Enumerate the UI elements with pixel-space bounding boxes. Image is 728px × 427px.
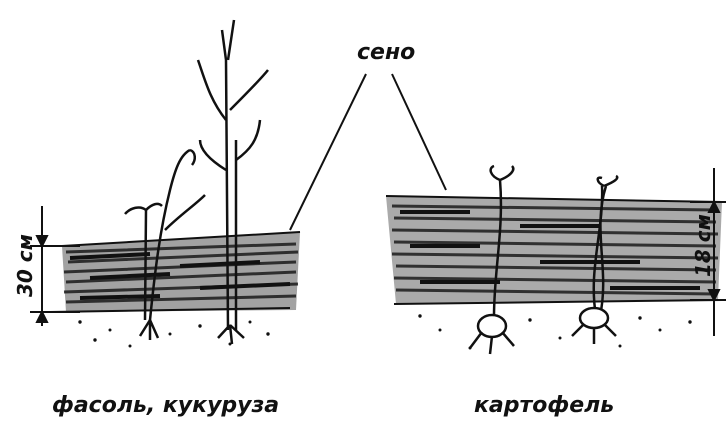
hay-label: сено: [357, 40, 415, 65]
soil-left: [50, 308, 290, 347]
left-depth-label: 30 см: [13, 247, 37, 297]
hay-layer-left: [62, 232, 300, 312]
potato-caption: картофель: [474, 393, 614, 418]
right-depth-label: 18 см: [691, 227, 715, 277]
soil-right: [394, 300, 722, 349]
beans-corn-caption: фасоль, кукуруза: [52, 393, 279, 418]
hay-layer-right: [386, 196, 722, 304]
